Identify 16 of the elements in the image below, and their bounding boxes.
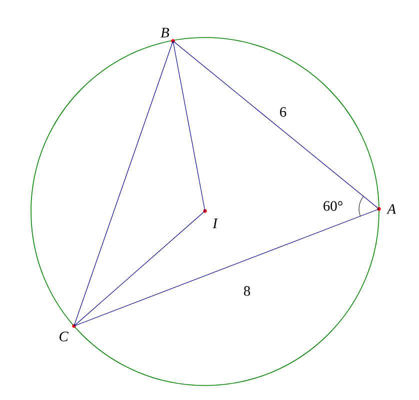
- point: I: [203, 209, 218, 228]
- node-label: B: [160, 28, 170, 38]
- line-segment: [74, 208, 380, 326]
- node-label: C: [60, 332, 68, 342]
- point: B: [160, 28, 175, 43]
- line-segment: [74, 210, 206, 326]
- angle-label: 60°: [324, 201, 342, 211]
- line-segment: [172, 40, 380, 210]
- point: C: [60, 324, 76, 342]
- edge-label: 6: [280, 107, 286, 117]
- edge-label: 8: [244, 286, 250, 296]
- line-segment: [172, 40, 206, 212]
- node-label: I: [212, 218, 218, 228]
- point: A: [377, 204, 396, 214]
- line-segment: [74, 40, 174, 326]
- node-label: A: [386, 204, 396, 214]
